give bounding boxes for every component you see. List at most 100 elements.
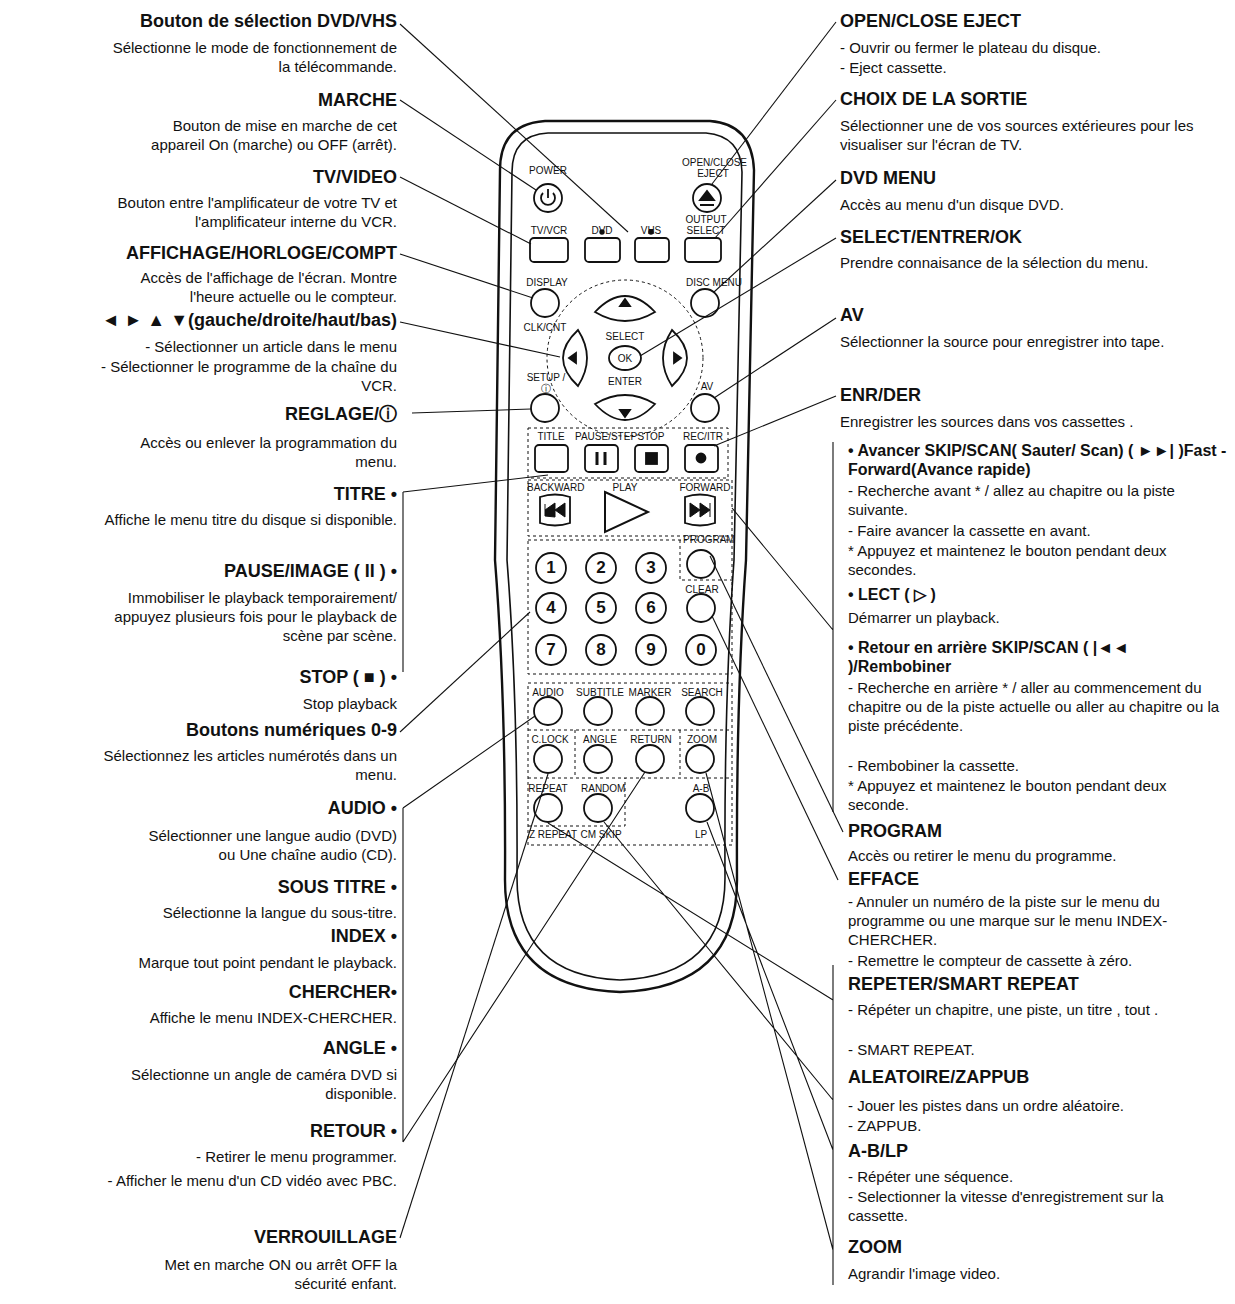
callout-text: - Répéter une séquence. — [848, 1167, 1228, 1186]
callout-heading: TITRE • — [7, 483, 397, 505]
callout-text: - ZAPPUB. — [848, 1116, 1228, 1135]
callout-text: Bouton de mise en marche de cet appareil… — [147, 116, 397, 154]
callout-text: Affiche le menu INDEX-CHERCHER. — [17, 1008, 397, 1027]
callout-text: Bouton entre l'amplificateur de votre TV… — [97, 193, 397, 231]
button-label: PLAY — [607, 482, 643, 493]
callout-heading: REGLAGE/ⓘ — [7, 403, 397, 425]
button-label: MARKER — [627, 687, 673, 698]
callout-heading: EFFACE — [848, 868, 1235, 890]
callout-heading: AFFICHAGE/HORLOGE/COMPT — [2, 242, 397, 264]
callout-text: - Selectionner la vitesse d'enregistreme… — [848, 1187, 1188, 1225]
callout-text: Sélectionnez les articles numérotés dans… — [97, 746, 397, 784]
button-label: STOP — [633, 431, 669, 442]
callout-heading: • Retour en arrière SKIP/SCAN ( |◄◄ )/Re… — [848, 638, 1233, 676]
callout-heading: STOP ( ■ ) • — [7, 666, 397, 688]
callout-heading: VERROUILLAGE — [7, 1226, 397, 1248]
callout-text: Accès ou enlever la programmation du men… — [97, 433, 397, 471]
button-label: SEARCH — [680, 687, 724, 698]
callout-text: - Recherche avant * / allez au chapitre … — [848, 481, 1228, 519]
callout-heading: TV/VIDEO — [7, 166, 397, 188]
callout-text: - Répéter un chapitre, une piste, un tit… — [848, 1000, 1188, 1019]
digit-label: 8 — [587, 640, 615, 660]
digit-label: 6 — [637, 598, 665, 618]
callout-heading: PAUSE/IMAGE ( II ) • — [7, 560, 397, 582]
digit-label: 1 — [537, 558, 565, 578]
callout-text: Accès de l'affichage de l'écran. Montre … — [107, 268, 397, 306]
callout-text: - Sélectionner le programme de la chaîne… — [97, 357, 397, 395]
callout-heading: AUDIO • — [7, 797, 397, 819]
callout-text: - Faire avancer la cassette en avant. — [848, 521, 1228, 540]
callout-heading: REPETER/SMART REPEAT — [848, 973, 1235, 995]
button-label: VHS — [636, 225, 666, 236]
callout-heading: Boutons numériques 0-9 — [7, 719, 397, 741]
button-label: SUBTITLE — [575, 687, 625, 698]
callout-text: - SMART REPEAT. — [848, 1040, 1228, 1059]
callout-heading: PROGRAM — [848, 820, 1235, 842]
button-label: OK — [613, 353, 637, 364]
button-label: TV/VCR — [527, 225, 571, 236]
button-label: REPEAT — [526, 783, 570, 794]
button-label: SELECT — [605, 331, 645, 342]
button-label: OPEN/CLOSE EJECT — [682, 157, 744, 179]
callout-text: - Eject cassette. — [840, 58, 1230, 77]
digit-label: 5 — [587, 598, 615, 618]
callout-heading: SOUS TITRE • — [7, 876, 397, 898]
button-label: CM SKIP — [579, 829, 623, 840]
callout-heading: ZOOM — [848, 1236, 1235, 1258]
button-label: TITLE — [531, 431, 571, 442]
callout-text: Accès ou retirer le menu du programme. — [848, 846, 1228, 865]
callout-heading: ALEATOIRE/ZAPPUB — [848, 1066, 1235, 1088]
button-label: C.LOCK — [530, 734, 570, 745]
callout-heading: OPEN/CLOSE EJECT — [840, 10, 1230, 32]
digit-label: 3 — [637, 558, 665, 578]
button-label: A-B — [686, 783, 716, 794]
digit-label: 0 — [687, 640, 715, 660]
callout-heading: ◄ ► ▲ ▼(gauche/droite/haut/bas) — [2, 309, 397, 331]
callout-heading: MARCHE — [7, 89, 397, 111]
callout-text: * Appuyez et maintenez le bouton pendant… — [848, 776, 1228, 814]
button-label: LP — [689, 829, 713, 840]
callout-text: - Rembobiner la cassette. — [848, 756, 1228, 775]
callout-text: - Recherche en arrière * / aller au comm… — [848, 678, 1228, 735]
button-label: AUDIO — [528, 687, 568, 698]
button-label: FORWARD — [679, 482, 731, 493]
button-label: ENTER — [605, 376, 645, 387]
callout-heading: DVD MENU — [840, 167, 1230, 189]
callout-heading: ANGLE • — [7, 1037, 397, 1059]
digit-label: 9 — [637, 640, 665, 660]
button-label: ZOOM — [684, 734, 720, 745]
button-label: DISPLAY — [522, 277, 572, 288]
button-label: RETURN — [629, 734, 673, 745]
callout-heading: • LECT ( ▷ ) — [848, 585, 1233, 604]
callout-text: Sélectionne la langue du sous-titre. — [17, 903, 397, 922]
button-label: REC/ITR — [681, 431, 725, 442]
callout-heading: • Avancer SKIP/SCAN( Sauter/ Scan) ( ►►|… — [848, 441, 1233, 479]
button-label: POWER — [528, 165, 568, 176]
button-label: RANDOM — [581, 783, 625, 794]
callout-text: - Afficher le menu d'un CD vidéo avec PB… — [107, 1171, 397, 1190]
callout-text: Sélectionne le mode de fonctionnement de… — [107, 38, 397, 76]
button-label: Z REPEAT — [525, 829, 581, 840]
callout-text: Sélectionne un angle de caméra DVD si di… — [97, 1065, 397, 1103]
callout-text: - Retirer le menu programmer. — [17, 1147, 397, 1166]
callout-text: Démarrer un playback. — [848, 608, 1228, 627]
callout-heading: A-B/LP — [848, 1140, 1235, 1162]
callout-text: - Jouer les pistes dans un ordre aléatoi… — [848, 1096, 1228, 1115]
button-label: BACKWARD — [527, 482, 583, 493]
button-label: CLK/CNT — [521, 322, 569, 333]
digit-label: 2 — [587, 558, 615, 578]
button-label: PROGRAM — [683, 534, 733, 545]
callout-text: - Sélectionner un article dans le menu — [17, 337, 397, 356]
button-label: ANGLE — [580, 734, 620, 745]
callout-heading: RETOUR • — [7, 1120, 397, 1142]
callout-heading: Bouton de sélection DVD/VHS — [2, 10, 397, 32]
callout-text: Agrandir l'image video. — [848, 1264, 1228, 1283]
callout-text: - Annuler un numéro de la piste sur le m… — [848, 892, 1188, 949]
digit-label: 4 — [537, 598, 565, 618]
callout-heading: ENR/DER — [840, 384, 1230, 406]
callout-text: Marque tout point pendant le playback. — [17, 953, 397, 972]
digit-label: 7 — [537, 640, 565, 660]
button-label: DISC MENU — [684, 277, 744, 288]
callout-text: Stop playback — [97, 694, 397, 713]
